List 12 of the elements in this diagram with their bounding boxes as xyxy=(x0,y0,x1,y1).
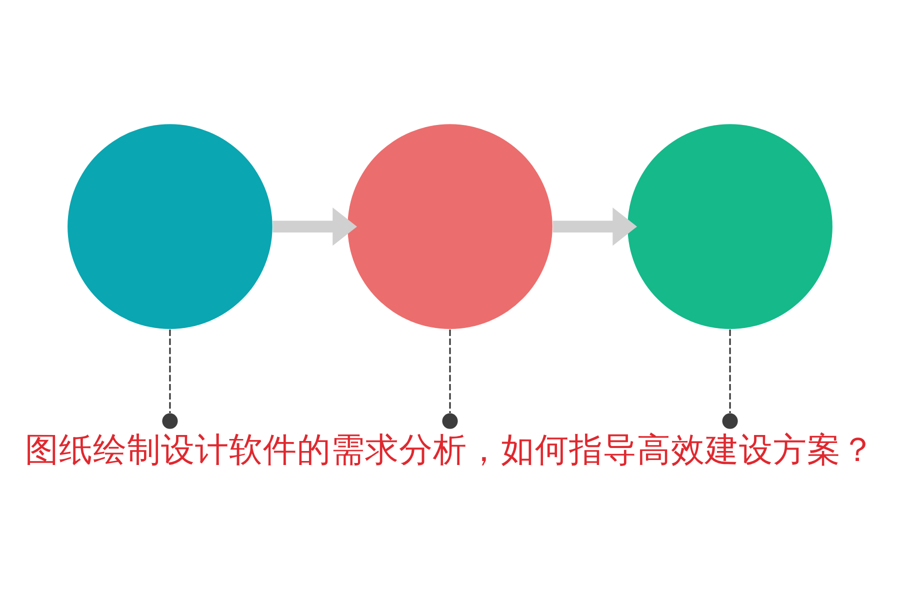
node-circle xyxy=(722,412,738,428)
node-circle xyxy=(348,124,552,329)
node-circle xyxy=(68,124,272,329)
connector xyxy=(169,328,171,413)
arrow xyxy=(552,206,638,246)
node-circle xyxy=(628,124,832,329)
node-circle xyxy=(442,412,458,428)
connector xyxy=(449,328,451,413)
arrow xyxy=(272,206,357,246)
node-circle xyxy=(162,412,178,428)
connector xyxy=(729,328,731,413)
diagram-title: 图纸绘制设计软件的需求分析，如何指导高效建设方案？ xyxy=(25,430,875,468)
